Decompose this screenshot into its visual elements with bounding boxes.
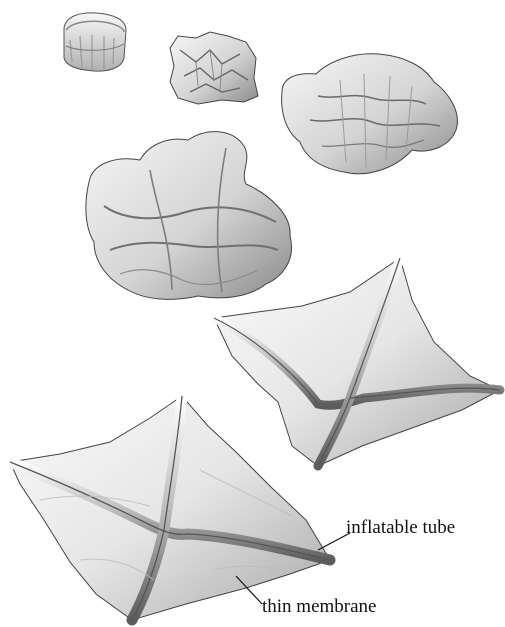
tube-label: inflatable tube [346,517,455,538]
stage-1-folded-cylinder [64,13,126,71]
stage-2-crumpled [170,32,258,104]
stage-4-opening [86,132,292,300]
stage-3-partially-unfolded [282,54,458,174]
stage-6-fully-deployed-square [10,396,330,620]
membrane-label: thin membrane [262,596,377,617]
